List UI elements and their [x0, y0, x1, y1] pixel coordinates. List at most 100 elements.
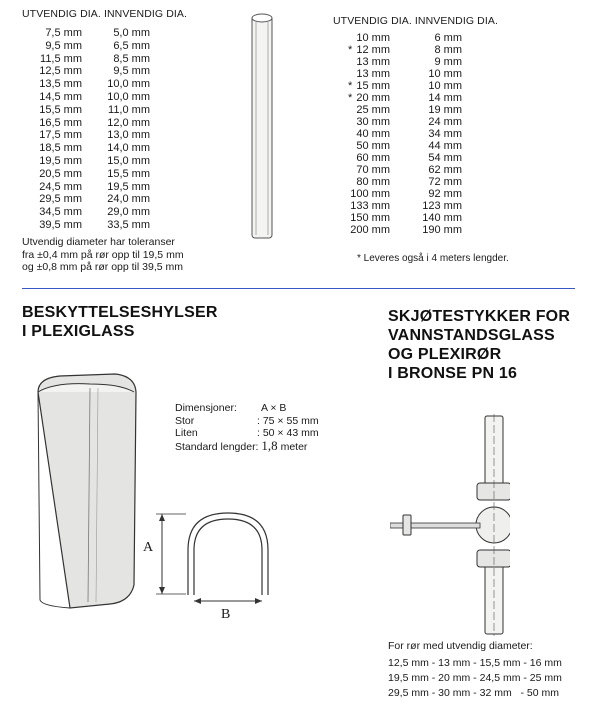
inner-dia: 24,0 mm	[107, 193, 150, 206]
outer-dia: 11,5 mm	[40, 52, 82, 65]
inner-dia: 19,5 mm	[107, 180, 150, 193]
inner-dia: 6,5 mm	[113, 39, 150, 52]
outer-dia: 13,5 mm	[39, 78, 82, 91]
inner-dia: 140 mm	[422, 212, 462, 224]
outer-dia: 14,5 mm	[39, 90, 82, 103]
outer-dia: 150 mm	[350, 212, 390, 224]
outer-dia: 12 mm	[356, 44, 390, 56]
title-line: I BRONSE PN 16	[388, 365, 518, 382]
inner-dia: 9 mm	[434, 56, 463, 68]
asterisk: *	[348, 44, 353, 56]
title-line: SKJØTESTYKKER FOR	[388, 308, 571, 325]
inner-dia: 11,0 mm	[108, 103, 150, 116]
outer-dia: 18,5 mm	[39, 142, 82, 155]
outer-dia: 50 mm	[356, 140, 390, 152]
table-row: 13,5 mm 10,0 mm	[0, 78, 220, 91]
tolerance-note: fra ±0,4 mm på rør opp til 19,5 mm	[22, 248, 184, 261]
plexi-table-header: UTVENDIG DIA. INNVENDIG DIA.	[22, 8, 187, 20]
inner-dia: 72 mm	[428, 176, 462, 188]
inner-dia: 10 mm	[428, 80, 462, 92]
table-row: 25 mm 19 mm	[330, 104, 490, 116]
inner-dia: 19 mm	[428, 104, 462, 116]
std-label: Standard lengder:	[175, 440, 259, 453]
header-outer-dia: UTVENDIG DIA.	[22, 8, 101, 20]
outer-dia: 200 mm	[350, 224, 390, 236]
outer-dia: 133 mm	[350, 200, 390, 212]
title-line: OG PLEXIRØR	[388, 346, 502, 363]
stor-label: Stor	[175, 414, 195, 427]
inner-dia: 10,0 mm	[107, 78, 150, 91]
inner-dia: 34 mm	[428, 128, 462, 140]
table-row: 150 mm 140 mm	[330, 212, 490, 224]
inner-dia: 33,5 mm	[107, 218, 150, 231]
inner-dia: 29,0 mm	[107, 206, 150, 219]
glass-table-header: UTVENDIG DIA. INNVENDIG DIA.	[333, 15, 498, 27]
outer-dia: 39,5 mm	[39, 218, 82, 231]
fitting-sizes: For rør med utvendig diameter: 12,5 mm -…	[388, 639, 562, 701]
inner-dia: 8,5 mm	[113, 52, 150, 65]
table-row: 80 mm 72 mm	[330, 176, 490, 188]
outer-dia: 15,5 mm	[39, 103, 82, 116]
tolerance-notes: Utvendig diameter har toleranser fra ±0,…	[22, 236, 184, 274]
inner-dia: 15,5 mm	[107, 167, 150, 180]
stor-value: : 75 × 55 mm	[257, 414, 319, 427]
outer-dia: 17,5 mm	[39, 129, 82, 142]
table-row: 200 mm 190 mm	[330, 224, 490, 236]
outer-dia: 24,5 mm	[39, 180, 82, 193]
outer-dia: 25 mm	[356, 104, 390, 116]
inner-dia: 5,0 mm	[113, 27, 150, 39]
tolerance-note: Utvendig diameter har toleranser	[22, 236, 175, 248]
outer-dia: 60 mm	[356, 152, 390, 164]
outer-dia: 100 mm	[350, 188, 390, 200]
inner-dia: 62 mm	[428, 164, 462, 176]
table-row: 12,5 mm 9,5 mm	[0, 65, 220, 78]
title-line: I PLEXIGLASS	[22, 323, 135, 340]
outer-dia: 9,5 mm	[45, 39, 82, 52]
table-row: 9,5 mm 6,5 mm	[0, 40, 220, 53]
inner-dia: 13,0 mm	[107, 129, 150, 142]
fitting-intro: For rør med utvendig diameter:	[388, 640, 533, 652]
outer-dia: 12,5 mm	[39, 65, 82, 78]
outer-dia: 20 mm	[356, 92, 390, 104]
outer-dia: 13 mm	[356, 56, 390, 68]
title-line: BESKYTTELSESHYLSER	[22, 304, 218, 321]
table-row: 17,5 mm 13,0 mm	[0, 129, 220, 142]
inner-dia: 92 mm	[428, 188, 462, 200]
outer-dia: 70 mm	[356, 164, 390, 176]
dims-value: A × B	[261, 402, 287, 414]
outer-dia: 13 mm	[356, 68, 390, 80]
std-number: 1,8	[261, 437, 278, 453]
table-row: 11,5 mm 8,5 mm	[0, 53, 220, 66]
inner-dia: 9,5 mm	[113, 65, 150, 78]
label-b: B	[221, 607, 231, 622]
header-inner-dia: INNVENDIG DIA.	[103, 8, 188, 20]
inner-dia: 24 mm	[428, 116, 462, 128]
liten-value: : 50 × 43 mm	[257, 427, 319, 439]
sleeves-title: BESKYTTELSESHYLSER I PLEXIGLASS	[22, 303, 218, 341]
section-divider	[22, 288, 575, 289]
asterisk: *	[348, 80, 353, 92]
outer-dia: 19,5 mm	[39, 154, 82, 167]
tolerance-note: og ±0,8 mm på rør opp til 39,5 mm	[22, 261, 183, 273]
inner-dia: 190 mm	[422, 224, 462, 236]
inner-dia: 12,0 mm	[107, 116, 150, 129]
table-row: 15,5 mm 11,0 mm	[0, 104, 220, 117]
asterisk: *	[348, 92, 353, 104]
fitting-size-line: 12,5 mm - 13 mm - 15,5 mm - 16 mm	[388, 657, 562, 669]
sleeve-illustration	[37, 373, 137, 609]
outer-dia: 80 mm	[356, 176, 390, 188]
